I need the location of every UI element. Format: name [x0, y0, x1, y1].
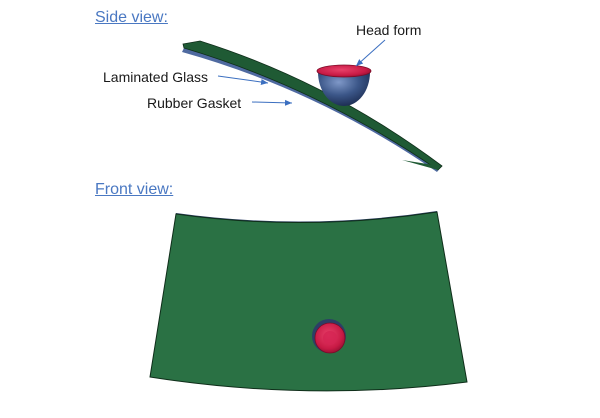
head-form-label: Head form	[356, 22, 422, 38]
head-form-cap	[316, 64, 372, 78]
side-laminated-glass	[182, 40, 443, 171]
laminated-glass-leader	[217, 75, 269, 86]
side-view-heading: Side view:	[95, 9, 168, 26]
head-form-leader	[355, 39, 386, 67]
rubber-gasket-label: Rubber Gasket	[147, 95, 242, 111]
side-glass-tip	[402, 160, 440, 170]
laminated-glass-label: Laminated Glass	[103, 69, 209, 85]
side-rubber-gasket	[182, 48, 440, 172]
front-windshield	[149, 211, 468, 392]
front-head-form-center	[323, 331, 337, 345]
front-view-heading: Front view:	[95, 181, 174, 198]
head-form-body	[318, 72, 370, 106]
rubber-gasket-leader	[251, 99, 293, 106]
